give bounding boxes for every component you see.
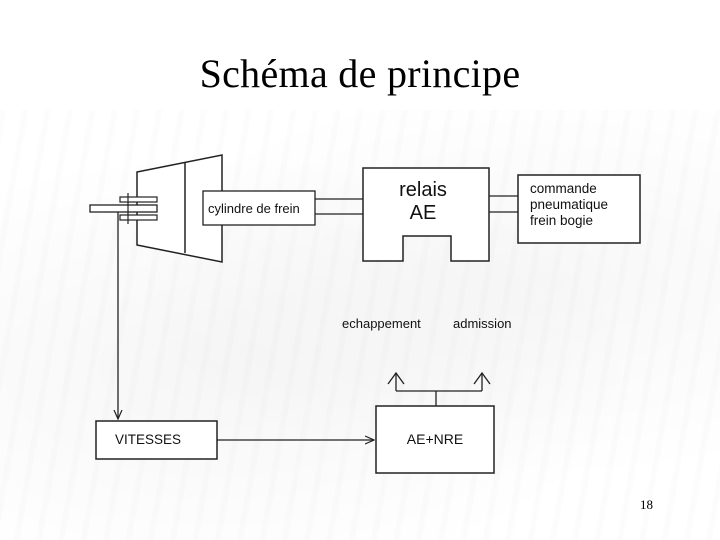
admission-arrow bbox=[436, 371, 491, 392]
page-number: 18 bbox=[640, 497, 653, 512]
page-title: Schéma de principe bbox=[199, 51, 521, 96]
commande-label-3: frein bogie bbox=[530, 213, 593, 228]
relais-ae-label: AE bbox=[410, 202, 437, 224]
pipe-relais-commande bbox=[489, 195, 518, 213]
commande-label-1: commande bbox=[530, 181, 597, 196]
relais-label: relais bbox=[399, 179, 447, 201]
commande-box: commande pneumatique frein bogie bbox=[517, 174, 641, 244]
cylinder-label-box: cylindre de frein bbox=[202, 190, 316, 226]
echappement-arrow bbox=[387, 371, 437, 406]
echappement-label: echappement bbox=[342, 316, 421, 331]
relais-ae-box: relais AE bbox=[362, 167, 490, 262]
pipe-cylinder-relais bbox=[315, 198, 363, 215]
ae-nre-box: AE+NRE bbox=[375, 405, 495, 474]
vitesses-box: VITESSES bbox=[95, 420, 218, 460]
cylinder-label: cylindre de frein bbox=[208, 201, 300, 216]
ae-nre-label: AE+NRE bbox=[407, 431, 463, 447]
piston-rod bbox=[89, 193, 158, 224]
vitesses-label: VITESSES bbox=[115, 432, 181, 447]
admission-label: admission bbox=[453, 316, 512, 331]
commande-label-2: pneumatique bbox=[530, 197, 608, 212]
